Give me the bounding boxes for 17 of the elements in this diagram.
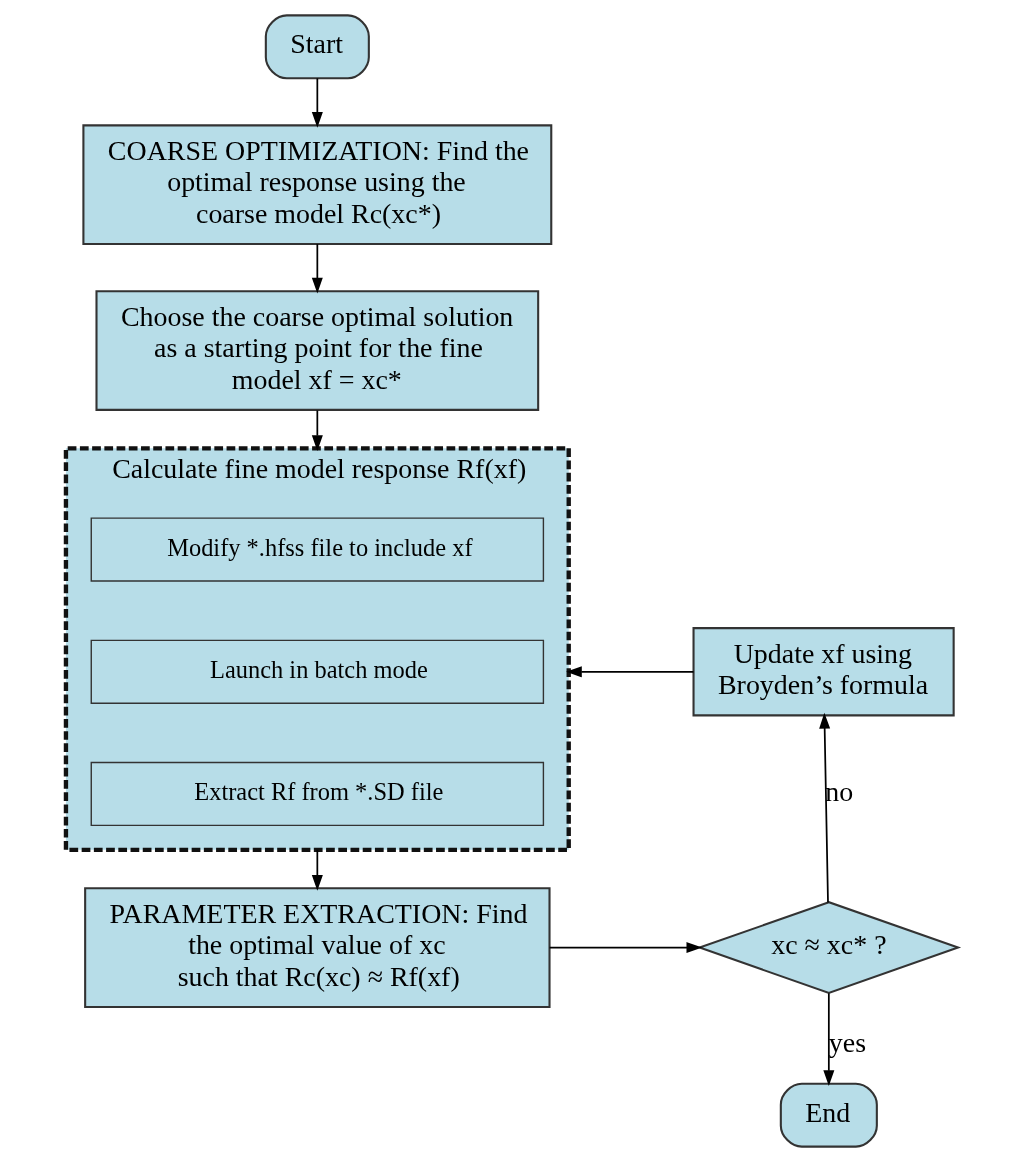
arrow (311, 77, 323, 128)
arrow (823, 992, 835, 1086)
arrow (548, 942, 703, 954)
arrow (311, 848, 323, 891)
node-box: COARSE OPTIMIZATION: Find the optimal response using the coarse model Rc(xc*) (82, 124, 553, 246)
arrow (311, 409, 323, 451)
node-box: PARAMETER EXTRACTION: Find the optimal value of xc such that Rc(xc) ≈ Rf(xf) (84, 887, 551, 1008)
arrow (819, 712, 831, 904)
arrow (566, 666, 695, 678)
node-box: Launch in batch mode (90, 639, 545, 704)
arrow (311, 243, 323, 294)
node-box: Start (264, 14, 370, 80)
node-box: End (779, 1082, 878, 1148)
node-box: Update xf using Broyden’s formula (692, 627, 955, 717)
node-box: Modify *.hfss file to include xf (90, 517, 545, 582)
node-box: Choose the coarse optimal solution as a starting point for the fine model xf = xc* (95, 290, 540, 411)
node-box: Extract Rf from *.SD file (90, 761, 545, 827)
